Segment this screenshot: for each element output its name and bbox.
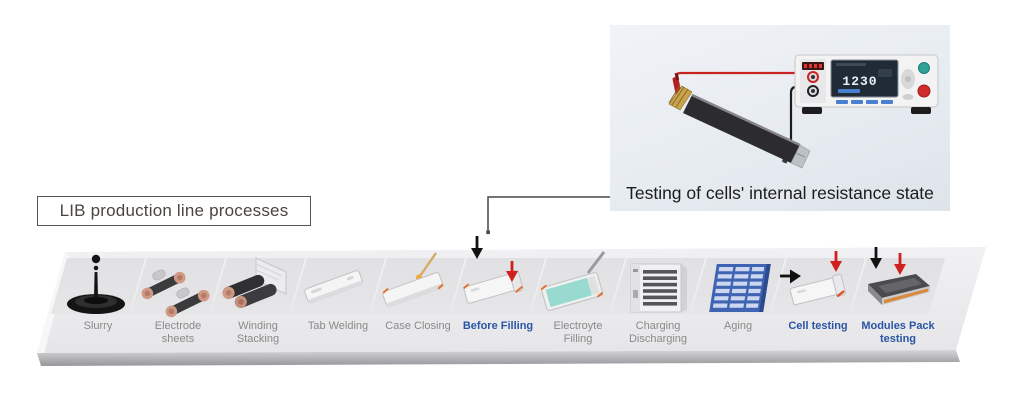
red-probe-arrow: [894, 253, 906, 275]
electrolyte-filling-icon: [540, 251, 606, 311]
page-title: LIB production line processes: [59, 201, 289, 220]
led-readout: [802, 62, 824, 70]
electrode-sheets-icon: [141, 269, 210, 318]
filling-nozzle: [586, 251, 606, 274]
process-step-label: Aging: [723, 320, 753, 332]
callout-caption: Testing of cells' internal resistance st…: [626, 183, 934, 203]
modules-pack-testing-icon: [868, 247, 930, 305]
red-probe-arrow: [830, 251, 842, 272]
process-step-label: Electroyte Filling: [553, 320, 603, 345]
title-box: LIB production line processes: [37, 196, 311, 226]
tester-display-value: 1230: [842, 74, 877, 89]
process-step-label: Case Closing: [385, 320, 451, 332]
winding-stacking-icon: [222, 257, 287, 308]
black-probe-arrow: [471, 236, 483, 259]
tab-welding-icon: [304, 270, 364, 304]
slurry-icon: [67, 254, 125, 314]
process-step-label: Before Filling: [462, 320, 534, 332]
callout-panel: 1230 Testing of cells' internal resistan…: [610, 25, 950, 211]
cell-testing-icon: [780, 251, 846, 306]
process-step-label: Tab Welding: [307, 320, 369, 332]
process-step-label: Winding Stacking: [236, 320, 280, 345]
stop-button: [917, 84, 931, 98]
process-step-label: Charging Discharging: [628, 320, 688, 345]
process-step-label: Modules Pack testing: [861, 320, 935, 345]
process-step-electrolyte-filling: Electroyte Filling: [530, 250, 626, 360]
process-step-modules-pack-testing: Modules Pack testing: [850, 247, 946, 360]
aging-icon: [709, 264, 771, 312]
process-step-aging: Aging: [690, 250, 786, 360]
process-step-winding-stacking: Winding Stacking: [210, 250, 306, 360]
platform-front-face: [37, 350, 960, 366]
red-test-lead: [672, 71, 807, 96]
process-steps-row: Slurry Electrode sheets: [50, 236, 946, 360]
internal-resistance-test-illustration: 1230: [668, 54, 939, 169]
process-step-case-closing: Case Closing: [370, 250, 466, 360]
battery-cell-illustration: [668, 84, 811, 169]
start-button: [918, 62, 930, 74]
process-step-tab-welding: Tab Welding: [290, 250, 386, 360]
case-closing-icon: [382, 252, 444, 308]
welding-rod: [419, 252, 437, 277]
process-step-cell-testing: Cell testing: [770, 250, 866, 360]
process-step-before-filling: Before Filling: [450, 236, 546, 360]
black-probe-arrow: [780, 269, 801, 284]
red-probe-arrow: [506, 261, 518, 282]
process-step-electrode-sheets: Electrode sheets: [130, 250, 226, 360]
process-step-slurry: Slurry: [50, 250, 146, 360]
process-step-label: Cell testing: [788, 320, 848, 332]
function-keys: [836, 100, 893, 104]
process-step-label: Electrode sheets: [154, 320, 202, 345]
charging-discharging-icon: [630, 263, 687, 313]
process-step-charging-discharging: Charging Discharging: [610, 250, 706, 360]
tester-device-illustration: 1230: [794, 54, 939, 114]
before-filling-icon: [463, 236, 524, 304]
black-probe-arrow: [870, 247, 882, 269]
process-step-label: Slurry: [83, 320, 113, 332]
